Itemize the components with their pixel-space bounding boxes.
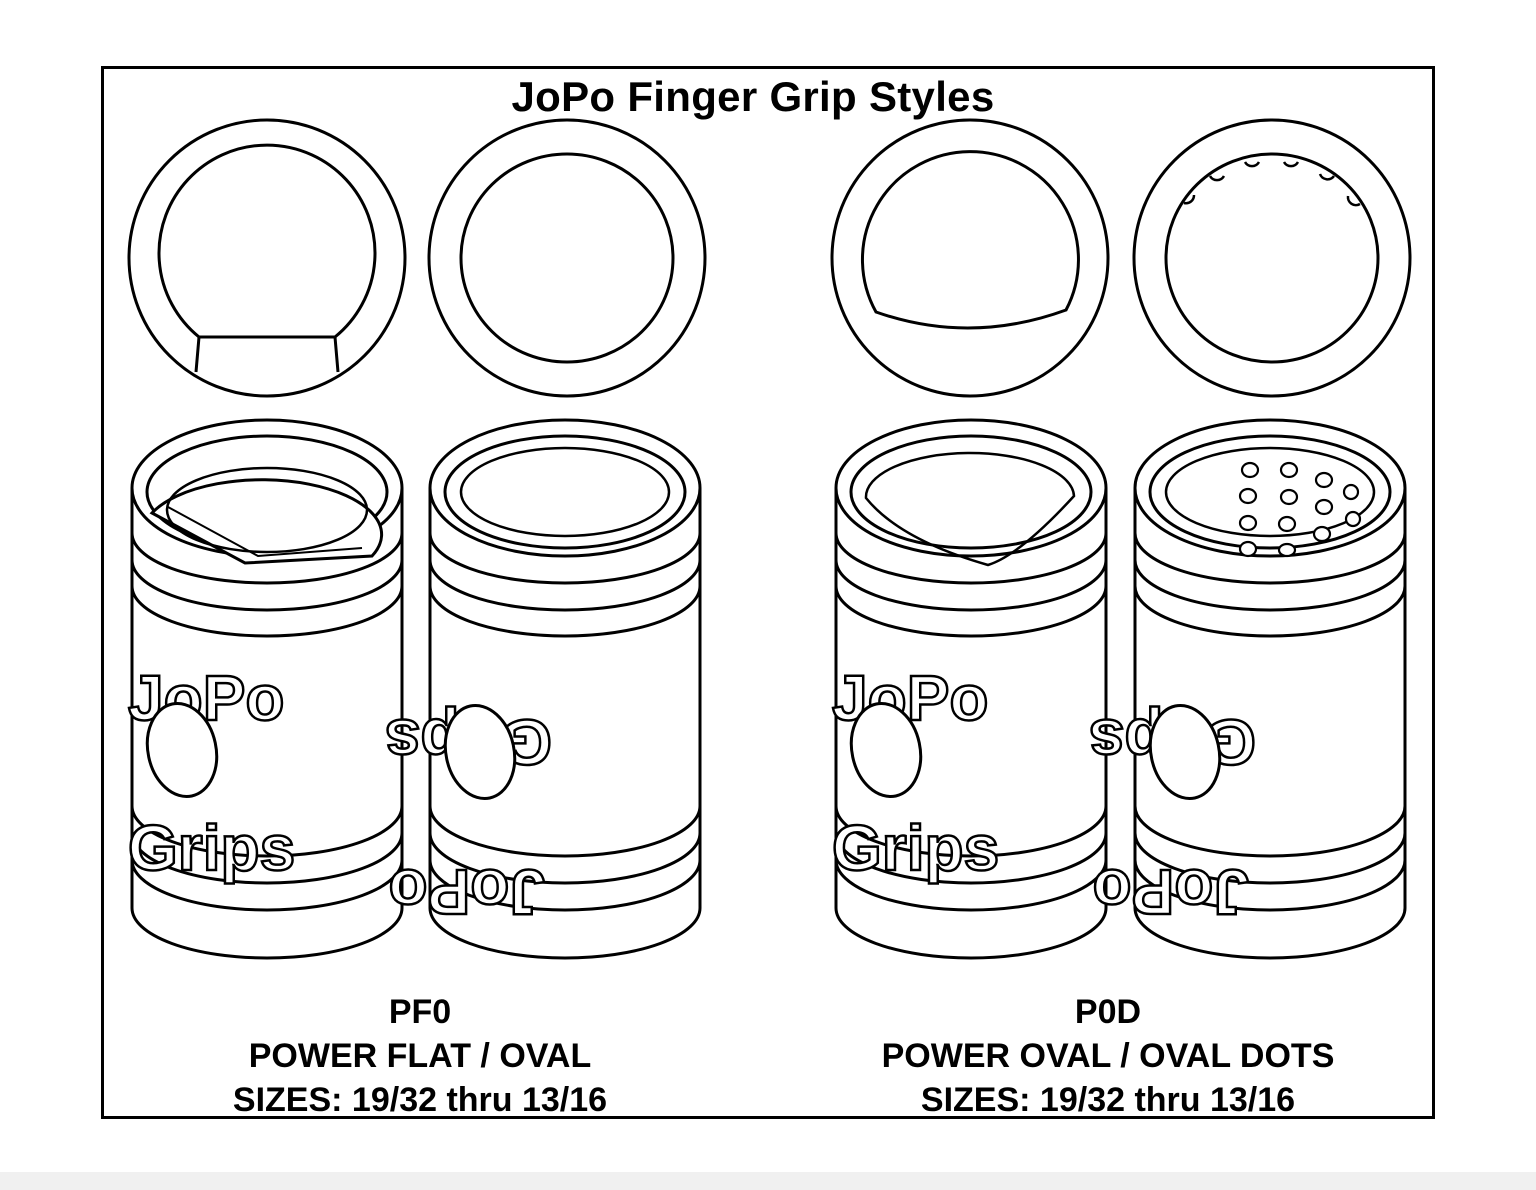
- product-code-p0d: P0D: [1074, 993, 1142, 1031]
- product-sizes-pf0: SIZES: 19/32 thru 13/16: [232, 1081, 608, 1119]
- product-name-p0d: POWER OVAL / OVAL DOTS: [881, 1037, 1335, 1075]
- bottom-strip: [0, 1172, 1536, 1190]
- top-view-pod-dots: [1132, 118, 1412, 398]
- top-view-pf-oval: [427, 118, 707, 398]
- product-name-pf0: POWER FLAT / OVAL: [248, 1037, 592, 1075]
- top-view-pf-flat: [127, 118, 407, 398]
- logo-oval-2: [443, 703, 517, 801]
- product-code-pf0: PF0: [388, 993, 452, 1031]
- caption-p0d: P0D POWER OVAL / OVAL DOTS SIZES: 19/32 …: [808, 990, 1408, 1122]
- cylinder-pod-oval: [834, 418, 1108, 960]
- grip-text-jopo-rear-left: JoPo: [389, 856, 545, 928]
- logo-oval-4: [1148, 703, 1222, 801]
- grip-text-grips-left: Grips: [128, 812, 295, 884]
- caption-pf0: PF0 POWER FLAT / OVAL SIZES: 19/32 thru …: [120, 990, 720, 1122]
- product-sizes-p0d: SIZES: 19/32 thru 13/16: [920, 1081, 1296, 1119]
- logo-oval-3: [849, 701, 923, 799]
- grip-text-grips-right: Grips: [832, 812, 999, 884]
- diagram-title: JoPo Finger Grip Styles: [511, 73, 995, 120]
- cylinder-pf-flat: [130, 418, 404, 960]
- diagram-frame: [101, 66, 1435, 1119]
- cylinder-pf-oval: [428, 418, 702, 960]
- cylinder-pod-dots: [1133, 418, 1407, 960]
- top-view-pod-oval: [830, 118, 1110, 398]
- logo-oval-1: [145, 701, 219, 799]
- grip-text-jopo-rear-right: JoPo: [1093, 856, 1249, 928]
